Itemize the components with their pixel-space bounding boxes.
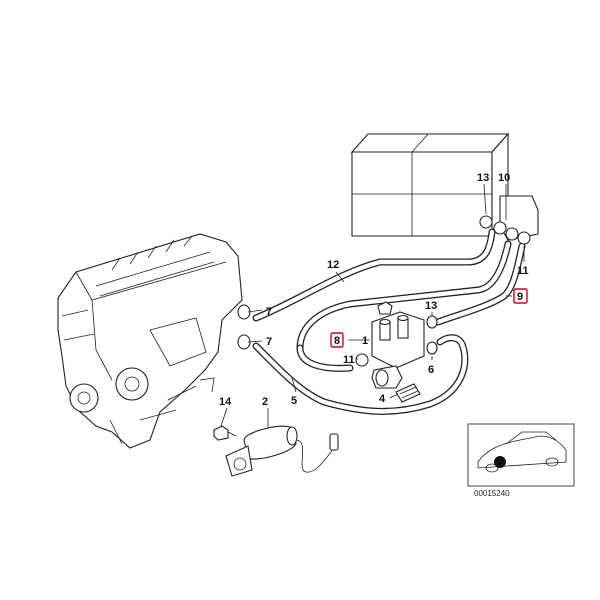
water-valve (371, 301, 425, 389)
callout-13: 13 (477, 172, 489, 184)
callout-7: 7 (266, 306, 272, 318)
callout-2: 2 (262, 396, 268, 408)
callout-14: 14 (219, 396, 232, 408)
location-marker-icon (494, 456, 506, 468)
hose-clamps (237, 215, 531, 367)
callout-8: 8 (334, 335, 340, 347)
engine-block (57, 233, 243, 449)
callout-5: 5 (291, 395, 297, 407)
leader-lines (220, 183, 525, 428)
callout-9-highlight (513, 288, 528, 304)
hoses (252, 228, 526, 415)
callout-10: 10 (498, 172, 510, 184)
callout-8-highlight (330, 332, 344, 348)
callout-11: 11 (343, 354, 355, 366)
vehicle-locator-inset: 00015240 (467, 423, 575, 498)
catalog-number: 00015240 (474, 489, 510, 498)
callout-1: 1 (362, 335, 368, 347)
hose-12 (252, 228, 496, 322)
heater-core (350, 132, 539, 241)
callout-11: 11 (517, 265, 529, 277)
callout-12: 12 (327, 259, 339, 271)
bracket-14 (213, 425, 237, 441)
callout-7: 7 (266, 336, 272, 348)
aux-water-pump (225, 425, 339, 477)
callout-9: 9 (517, 291, 523, 303)
callout-4: 4 (379, 393, 386, 405)
callout-6: 6 (428, 364, 434, 376)
callout-13: 13 (425, 300, 437, 312)
part-4-pad (395, 383, 421, 403)
callouts: 7 7 2 14 5 12 8 1 11 4 13 6 13 10 11 9 (219, 172, 529, 408)
